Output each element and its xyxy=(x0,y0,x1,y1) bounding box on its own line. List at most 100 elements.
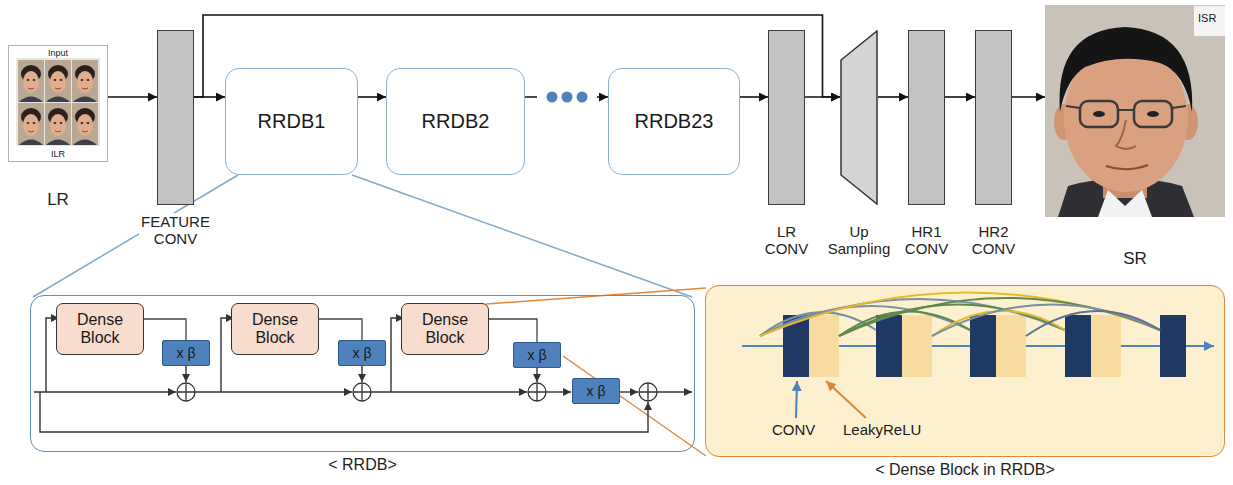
conv-layer-bar: HR2 CONV xyxy=(970,30,1017,258)
node-text: ILR xyxy=(51,149,65,159)
callout-label: LeakyReLU xyxy=(843,421,921,438)
connector-arrow xyxy=(358,96,386,98)
dense-connection xyxy=(932,304,1160,336)
dense-block-drawing xyxy=(705,285,1225,457)
connector-arrow xyxy=(740,96,768,98)
data-line xyxy=(195,391,352,392)
beta-scale-box-outline: x β xyxy=(338,340,386,366)
face-thumbnail xyxy=(72,60,98,102)
node-text: RRDB23 xyxy=(635,110,714,133)
face-thumbnail xyxy=(18,60,44,102)
node-caption: FEATURE CONV xyxy=(139,213,212,248)
activation-layer xyxy=(1091,315,1121,377)
dense-block-panel: < Dense Block in RRDB> xyxy=(705,285,1225,479)
face-thumbnail xyxy=(45,103,71,145)
dot-ground xyxy=(537,89,597,105)
beta-scale-box: x β xyxy=(338,340,386,366)
dense-block: Dense Block xyxy=(231,303,319,355)
conv-layer xyxy=(876,315,902,377)
input-face-grid xyxy=(9,46,107,161)
rrdb-block-outline: RRDB2 xyxy=(386,68,525,175)
eye xyxy=(1093,111,1105,117)
sum-symbol xyxy=(639,383,657,401)
trapezoid-outline xyxy=(840,30,878,205)
callout-label: CONV xyxy=(772,421,815,438)
node-caption: HR1 CONV xyxy=(903,223,950,258)
input-image-box: InputILR LR xyxy=(8,45,108,210)
data-line xyxy=(620,391,638,392)
upsampling-trapezoid-outline xyxy=(840,30,878,205)
continuation-dot xyxy=(547,92,558,103)
rrdb-detail-panel: < RRDB> Dense Block x β Dense Block x β Dense… xyxy=(30,295,695,474)
activation-layer xyxy=(996,315,1026,377)
continuation-dots xyxy=(537,89,597,105)
sr-output-image-outline xyxy=(1045,5,1225,217)
rrdb-block: RRDB2 xyxy=(386,68,525,175)
data-line xyxy=(657,391,692,392)
conv-layer-bar: FEATURE CONV xyxy=(139,30,212,248)
dense-connection xyxy=(1026,311,1160,336)
dense-connection xyxy=(760,292,1160,336)
connector-arrow xyxy=(878,96,908,98)
connector-arrow xyxy=(319,319,362,340)
callout-label-holder: LeakyReLU xyxy=(843,421,921,438)
trapezoid-outline xyxy=(841,31,877,204)
nose xyxy=(1116,120,1136,149)
conv-layer xyxy=(1160,315,1186,377)
beta-scale-box: x β xyxy=(513,342,561,368)
input-photo-ground xyxy=(9,46,107,161)
node-caption: < RRDB> xyxy=(326,456,398,474)
sum-symbol xyxy=(177,383,195,401)
connector-arrow xyxy=(805,96,840,98)
scale-line xyxy=(536,368,537,382)
beta-scale-box-outline: x β xyxy=(572,378,620,404)
face-thumbnail xyxy=(72,103,98,145)
node-text: Dense Block xyxy=(59,311,141,348)
node-caption: Up Sampling xyxy=(826,223,893,258)
node-text: x β xyxy=(528,347,547,363)
zoom-line xyxy=(563,356,706,456)
upsampling-trapezoid: Up Sampling xyxy=(826,30,893,258)
dense-connection xyxy=(839,298,1160,336)
photo-corner xyxy=(1194,6,1225,36)
glasses xyxy=(1080,101,1118,127)
node-text: RRDB1 xyxy=(258,110,326,133)
sum-symbol xyxy=(528,383,546,401)
continuation-dot xyxy=(577,92,588,103)
activation-layer xyxy=(902,315,932,377)
connector-arrow xyxy=(489,319,537,342)
dense-block-outline: Dense Block xyxy=(401,303,489,355)
dense-block-outline: Dense Block xyxy=(231,303,319,355)
conv-layer-bar-outline xyxy=(768,30,805,205)
glasses xyxy=(1134,101,1172,127)
rrdb-block: RRDB1 xyxy=(225,68,358,175)
conv-layer-bar: LR CONV xyxy=(763,30,810,258)
scale-line xyxy=(361,366,362,382)
activation-layer xyxy=(809,315,839,377)
data-line xyxy=(371,391,527,392)
panel-ground xyxy=(705,285,1225,457)
node-caption: HR2 CONV xyxy=(970,223,1017,258)
scale-line xyxy=(185,366,186,382)
sum-symbol xyxy=(353,383,371,401)
node-caption: LR xyxy=(45,190,71,210)
node-text: Dense Block xyxy=(404,311,486,348)
zoom-line xyxy=(352,175,692,297)
node-text: Input xyxy=(48,48,68,58)
glasses xyxy=(1066,106,1186,110)
node-text: x β xyxy=(587,383,606,399)
node-text: x β xyxy=(177,345,196,361)
collar xyxy=(1098,190,1152,217)
beta-scale-box: x β xyxy=(162,340,210,366)
callout-label-holder: CONV xyxy=(772,421,815,438)
dense-connection xyxy=(760,299,1065,336)
node-text: RRDB2 xyxy=(422,110,490,133)
beta-scale-box-outline: x β xyxy=(162,340,210,366)
conv-layer xyxy=(970,315,996,377)
image-tag: ISR xyxy=(1198,12,1216,25)
conv-layer xyxy=(1065,315,1091,377)
zoom-line xyxy=(486,288,706,304)
rrdb-block-outline: RRDB1 xyxy=(225,68,358,175)
connector-arrow xyxy=(945,96,975,98)
leader-arrow xyxy=(796,381,797,418)
